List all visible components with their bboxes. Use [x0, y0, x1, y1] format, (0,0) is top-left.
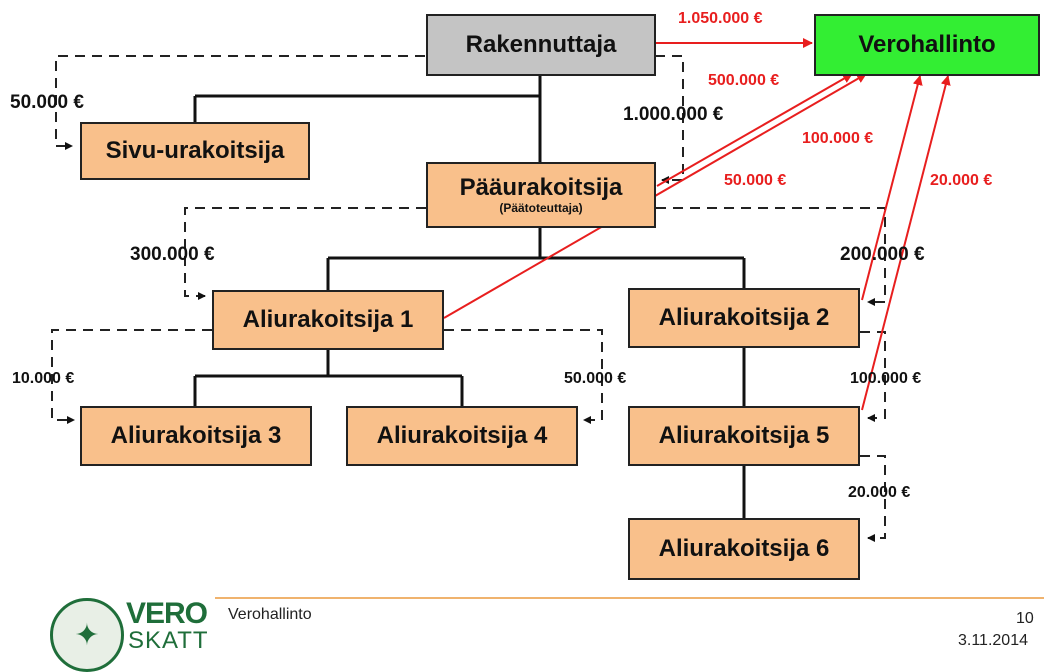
subcontractor-3-box: Aliurakoitsija 3	[80, 406, 312, 466]
diagram-connectors	[51, 38, 951, 542]
main-contractor-label: Pääurakoitsija	[459, 174, 623, 202]
hierarchy-lines	[193, 76, 746, 518]
footer-org: Verohallinto	[228, 606, 312, 623]
report-main-contractor: 500.000 €	[708, 72, 780, 89]
logo-wordmark-bottom: SKATT	[128, 627, 209, 654]
side-contractor-box: Sivu-urakoitsija	[80, 122, 310, 180]
subcontractor-6-label: Aliurakoitsija 6	[658, 535, 830, 563]
client-label: Rakennuttaja	[465, 31, 617, 59]
subcontractor-5-box: Aliurakoitsija 5	[628, 406, 860, 466]
amount-side-contractor: 50.000 €	[10, 92, 84, 113]
side-contractor-label: Sivu-urakoitsija	[105, 137, 285, 165]
tax-administration-box: Verohallinto	[814, 14, 1040, 76]
footer-page-number: 10	[1016, 610, 1034, 627]
tax-administration-label: Verohallinto	[858, 31, 996, 59]
subcontractor-2-label: Aliurakoitsija 2	[658, 304, 830, 332]
amount-subcontractor-1: 300.000 €	[130, 244, 215, 265]
subcontractor-1-label: Aliurakoitsija 1	[242, 306, 414, 334]
subcontractor-5-label: Aliurakoitsija 5	[658, 422, 830, 450]
amount-main-contractor: 1.000.000 €	[623, 104, 724, 125]
amount-subcontractor-6: 20.000 €	[848, 484, 911, 501]
report-subcontractor-5: 20.000 €	[930, 172, 993, 189]
subcontractor-1-box: Aliurakoitsija 1	[212, 290, 444, 350]
subcontractor-3-label: Aliurakoitsija 3	[110, 422, 282, 450]
report-client: 1.050.000 €	[678, 10, 763, 27]
subcontractor-6-box: Aliurakoitsija 6	[628, 518, 860, 580]
vero-logo-icon: ✦	[50, 598, 124, 672]
subcontractor-4-box: Aliurakoitsija 4	[346, 406, 578, 466]
client-box: Rakennuttaja	[426, 14, 656, 76]
footer-date: 3.11.2014	[958, 632, 1028, 649]
main-contractor-sublabel: (Päätoteuttaja)	[499, 201, 583, 216]
report-subcontractor-1: 50.000 €	[724, 172, 787, 189]
subcontractor-2-box: Aliurakoitsija 2	[628, 288, 860, 348]
logo-wordmark-top: VERO	[126, 597, 208, 630]
main-contractor-box: Pääurakoitsija (Päätoteuttaja)	[426, 162, 656, 228]
amount-subcontractor-2: 200.000 €	[840, 244, 925, 265]
amount-subcontractor-5: 100.000 €	[850, 370, 922, 387]
payment-lines	[51, 55, 886, 542]
subcontractor-4-label: Aliurakoitsija 4	[376, 422, 548, 450]
footer-divider	[215, 597, 1044, 599]
report-subcontractor-2: 100.000 €	[802, 130, 874, 147]
amount-subcontractor-3: 10.000 €	[12, 370, 75, 387]
amount-subcontractor-4: 50.000 €	[564, 370, 627, 387]
